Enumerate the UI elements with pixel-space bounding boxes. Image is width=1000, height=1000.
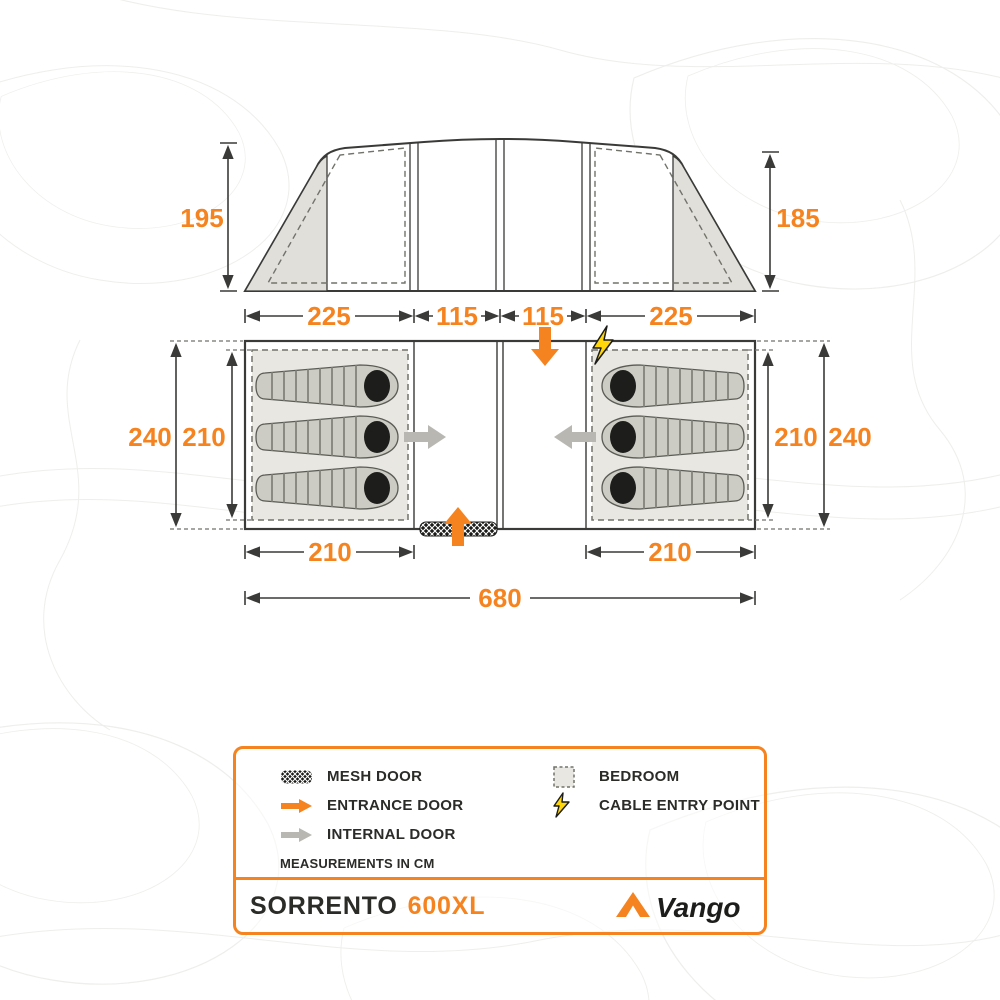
- dim-depth-left-inner: 210: [182, 422, 225, 452]
- dim-bedroom-left-width: 210: [308, 537, 351, 567]
- legend-grid: MESH DOOR ENTRANCE DOOR INTERNAL DOOR: [236, 749, 764, 877]
- legend-column-left: MESH DOOR ENTRANCE DOOR INTERNAL DOOR: [280, 762, 552, 877]
- elevation-view: [243, 138, 757, 292]
- elevation-width-labels: 225 115 115 225: [303, 301, 697, 331]
- elevation-internal-walls: [409, 140, 591, 290]
- elevation-right-bedroom-outline: [594, 147, 734, 284]
- measurements-note: MEASUREMENTS IN CM: [280, 856, 435, 871]
- legend-item-cable-entry: CABLE ENTRY POINT: [552, 791, 760, 820]
- vango-emblem-icon: [616, 892, 650, 917]
- legend-item-entrance-door: ENTRANCE DOOR: [280, 791, 552, 820]
- legend-box: MESH DOOR ENTRANCE DOOR INTERNAL DOOR: [233, 746, 767, 935]
- floorplan-view: [243, 325, 757, 546]
- brand-logo: Vango: [614, 888, 748, 924]
- entrance-door-arrow-top-icon: [531, 327, 559, 366]
- internal-door-arrow-right-icon: [554, 425, 596, 449]
- model-name-text: SORRENTO: [250, 891, 398, 920]
- model-variant-text: 600XL: [407, 891, 486, 920]
- dim-width-4: 225: [649, 301, 692, 331]
- legend-item-mesh-door: MESH DOOR: [280, 762, 552, 791]
- tent-elevation-outline: [243, 138, 757, 292]
- dim-total-width: 680: [478, 583, 521, 613]
- cable-entry-legend-icon: [552, 792, 586, 819]
- dim-depth-right-inner: 210: [774, 422, 817, 452]
- model-name: SORRENTO 600XL: [250, 892, 485, 921]
- dim-bedroom-right-width: 210: [648, 537, 691, 567]
- legend-label-mesh-door: MESH DOOR: [327, 768, 423, 785]
- legend-item-internal-door: INTERNAL DOOR: [280, 820, 552, 849]
- legend-footer: SORRENTO 600XL Vango: [236, 877, 764, 932]
- dim-height-right: 185: [776, 203, 819, 233]
- elevation-left-panel: [243, 154, 328, 292]
- entrance-door-arrow-bottom-icon: [444, 507, 472, 546]
- elevation-right-panel: [672, 154, 757, 292]
- dim-width-3: 115: [522, 301, 564, 331]
- mesh-door-legend-icon: [280, 769, 314, 785]
- floorplan-depth-dims-right: [748, 340, 830, 530]
- dim-height-left: 195: [180, 203, 223, 233]
- elevation-left-bedroom-outline: [266, 147, 406, 284]
- dim-width-1: 225: [307, 301, 350, 331]
- internal-door-arrow-left-icon: [404, 425, 446, 449]
- legend-item-bedroom: BEDROOM: [552, 762, 760, 791]
- bedroom-legend-icon: [552, 765, 586, 789]
- legend-label-entrance-door: ENTRANCE DOOR: [327, 797, 464, 814]
- legend-label-cable-entry: CABLE ENTRY POINT: [599, 797, 760, 814]
- cable-entry-icon: [592, 325, 614, 365]
- elevation-height-dims: [220, 142, 779, 292]
- floorplan-depth-dims-left: [170, 340, 252, 530]
- legend-column-right: BEDROOM CABLE ENTRY POINT: [552, 762, 760, 877]
- legend-label-internal-door: INTERNAL DOOR: [327, 826, 456, 843]
- dim-width-2: 115: [436, 301, 478, 331]
- brand-wordmark: Vango: [656, 892, 741, 923]
- floorplan-bottom-labels: 210 210 680: [304, 537, 696, 613]
- dim-depth-right-outer: 240: [828, 422, 871, 452]
- dim-depth-left-outer: 240: [128, 422, 171, 452]
- internal-door-legend-icon: [280, 827, 314, 843]
- entrance-door-legend-icon: [280, 798, 314, 814]
- legend-label-bedroom: BEDROOM: [599, 768, 680, 785]
